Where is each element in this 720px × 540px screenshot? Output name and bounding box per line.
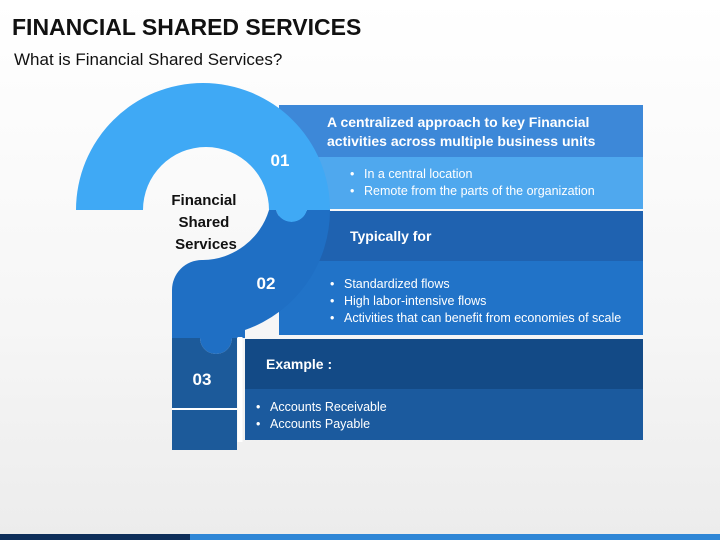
- panel-01: [279, 105, 643, 209]
- panel-02-bullet: Standardized flows: [344, 277, 450, 291]
- step-number-01: 01: [271, 151, 290, 170]
- center-label-line: Shared: [178, 214, 229, 231]
- bullet-marker: •: [256, 417, 260, 431]
- step-number-03: 03: [193, 370, 212, 389]
- panel-02-bullet: High labor-intensive flows: [344, 294, 486, 308]
- panel-01-bullet: In a central location: [364, 167, 472, 181]
- panel-01-heading: A centralized approach to key Financial …: [327, 114, 596, 149]
- center-label-line: Financial: [171, 192, 236, 209]
- panel-03-heading: Example :: [266, 356, 332, 372]
- panel-01-heading-line: A centralized approach to key Financial: [327, 114, 589, 130]
- panel-03-bullet: Accounts Receivable: [270, 400, 387, 414]
- panel-02-bullet: Activities that can benefit from economi…: [344, 311, 621, 325]
- bullet-marker: •: [350, 167, 354, 181]
- footer-accent-bar: [0, 534, 720, 540]
- panel-01-bullets: • In a central location • Remote from th…: [350, 167, 595, 198]
- panel-03-body: [245, 389, 643, 440]
- panel-03-header: [245, 339, 643, 389]
- panel-02-body: [279, 261, 643, 335]
- panel-01-bullet: Remote from the parts of the organizatio…: [364, 184, 595, 198]
- bullet-marker: •: [256, 400, 260, 414]
- puzzle-piece-03-base: [172, 410, 237, 450]
- puzzle-piece-02: [172, 210, 331, 354]
- puzzle-piece-03: [172, 338, 237, 408]
- center-label: Financial Shared Services: [171, 192, 240, 253]
- panel-03-bullets: • Accounts Receivable • Accounts Payable: [256, 400, 387, 431]
- page-title: FINANCIAL SHARED SERVICES: [12, 14, 362, 40]
- panel-02-header: [279, 211, 643, 261]
- center-label-line: Services: [175, 236, 237, 253]
- puzzle-piece-01: [76, 83, 330, 223]
- panel-02-bullets: • Standardized flows • High labor-intens…: [330, 277, 621, 325]
- panel-02: [279, 211, 643, 335]
- footer-bar-dark: [0, 534, 190, 540]
- footer-bar-light: [190, 534, 720, 540]
- panel-03-bullet: Accounts Payable: [270, 417, 370, 431]
- step-number-02: 02: [257, 274, 276, 293]
- page-subtitle: What is Financial Shared Services?: [14, 50, 283, 69]
- bullet-marker: •: [350, 184, 354, 198]
- bullet-marker: •: [330, 277, 334, 291]
- panel-01-body: [279, 157, 643, 209]
- bullet-marker: •: [330, 311, 334, 325]
- panel-01-heading-line: activities across multiple business unit…: [327, 133, 596, 149]
- panel-02-heading: Typically for: [350, 228, 432, 244]
- bullet-marker: •: [330, 294, 334, 308]
- panel-03: [245, 339, 643, 440]
- panel-01-header: [279, 105, 643, 157]
